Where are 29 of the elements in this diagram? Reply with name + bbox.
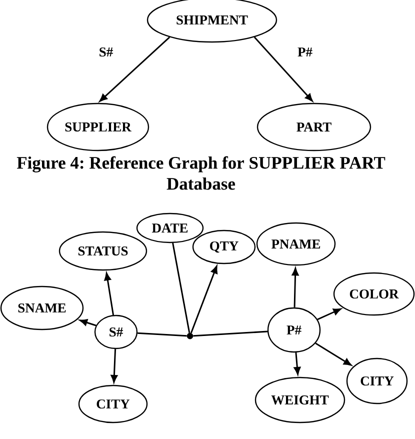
edge-label: S# — [98, 46, 114, 58]
arrow — [317, 308, 342, 320]
ellipse-node: S# — [94, 314, 138, 350]
arrow — [190, 266, 218, 334]
ellipse-node: QTY — [192, 230, 256, 264]
ellipse-node: WEIGHT — [254, 376, 346, 424]
arrow — [104, 272, 114, 316]
connector-line — [138, 332, 187, 337]
arrow — [80, 319, 96, 326]
edge-label: P# — [296, 46, 314, 58]
ellipse-node: COLOR — [333, 272, 415, 316]
arrow — [254, 36, 313, 102]
ellipse-node: P# — [267, 307, 321, 353]
connector-line — [172, 242, 190, 333]
figure-caption: Figure 4: Reference Graph for SUPPLIER PART Database — [16, 156, 386, 190]
ellipse-node: PART — [256, 102, 372, 152]
ellipse-node: DATE — [136, 212, 204, 244]
arrow — [99, 36, 170, 102]
arrow — [292, 268, 299, 308]
ellipse-node: STATUS — [58, 231, 148, 271]
ellipse-node: PNAME — [256, 222, 336, 266]
arrow — [110, 349, 118, 383]
connector-line — [193, 330, 268, 337]
ellipse-node: SUPPLIER — [46, 102, 150, 152]
arrow — [294, 352, 301, 375]
arrow — [315, 342, 352, 366]
ellipse-node: CITY — [78, 384, 148, 424]
ellipse-node: SNAME — [0, 286, 84, 330]
ellipse-node: CITY — [346, 358, 408, 404]
